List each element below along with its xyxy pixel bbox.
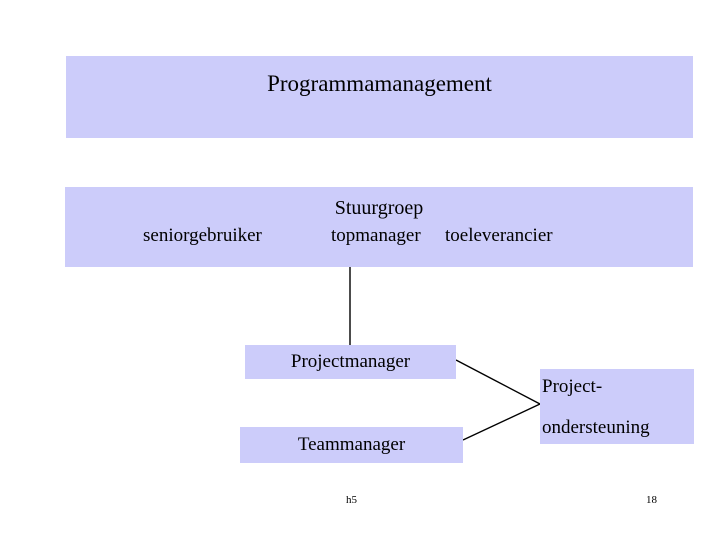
stuurgroep-roles: seniorgebruiker topmanager toeleverancie…	[65, 225, 693, 265]
node-teammanager: Teammanager	[240, 427, 463, 463]
stuurgroep-role-seniorgebruiker: seniorgebruiker	[143, 225, 262, 246]
stuurgroep-band: Stuurgroep seniorgebruiker topmanager to…	[65, 187, 693, 267]
node-projectondersteuning-label-line2: ondersteuning	[542, 416, 650, 438]
node-projectmanager: Projectmanager	[245, 345, 456, 379]
node-projectondersteuning: Project- ondersteuning	[540, 369, 694, 444]
page-title: Programmamanagement	[267, 71, 492, 96]
title-band: Programmamanagement	[66, 56, 693, 138]
node-teammanager-label: Teammanager	[297, 434, 406, 456]
connector-teammanager-to-ondersteuning	[462, 403, 541, 441]
footer-page-number: 18	[646, 494, 657, 506]
stuurgroep-role-topmanager: topmanager	[331, 225, 421, 246]
connector-projectmanager-to-ondersteuning	[455, 359, 541, 405]
stuurgroep-heading: Stuurgroep	[334, 197, 424, 219]
stuurgroep-role-toeleverancier: toeleverancier	[445, 225, 553, 246]
node-projectondersteuning-label-line1: Project-	[542, 375, 603, 397]
node-projectmanager-label: Projectmanager	[290, 351, 411, 373]
footer-left-text: h5	[346, 494, 357, 506]
